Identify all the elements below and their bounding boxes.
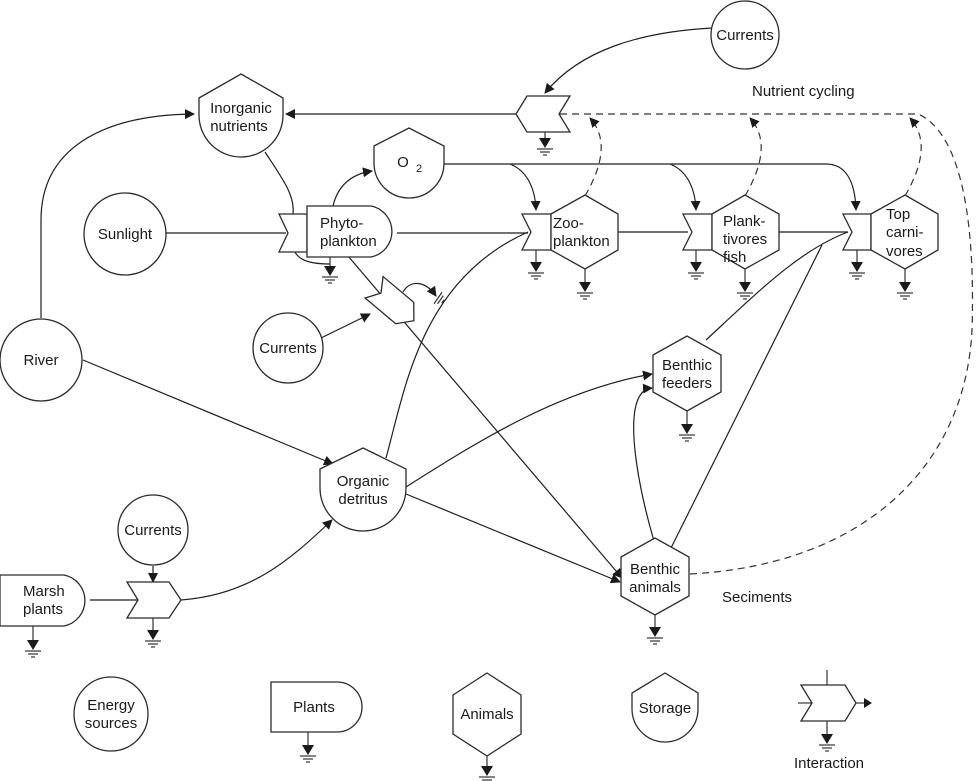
node-label: Currents — [716, 27, 774, 44]
edge-detritus-to-benthic-feeders — [405, 370, 653, 488]
node-label: plants — [23, 601, 63, 618]
legend-label: sources — [85, 715, 138, 732]
legend-label: Animals — [460, 706, 513, 723]
node-label: O — [397, 154, 409, 171]
node-sunlight[interactable]: Sunlight — [83, 192, 167, 276]
node-label-subscript: 2 — [416, 163, 422, 175]
ground-icon — [736, 281, 754, 300]
node-organic-detritus[interactable]: Organic detritus — [319, 447, 407, 532]
node-label: plankton — [553, 233, 610, 250]
edge-planktivores-recycle — [744, 117, 762, 197]
ground-icon — [896, 281, 914, 300]
node-label: Plank- — [723, 213, 766, 230]
edge-o2-to-zooplankton — [509, 163, 541, 211]
edge-benthic-feeders-to-top — [705, 231, 849, 341]
edge-marsh-interaction-to-detritus — [180, 519, 333, 601]
ground-icon — [818, 733, 836, 752]
legend-interaction: Interaction — [794, 670, 872, 772]
node-top-carnivores[interactable]: Top carni- vores — [841, 194, 939, 300]
node-benthic-feeders[interactable]: Benthic feeders — [652, 335, 722, 442]
node-label: Inorganic — [210, 100, 272, 117]
node-label: Organic — [337, 473, 390, 490]
node-label: Marsh — [23, 583, 65, 600]
node-currents-mid[interactable]: Currents — [252, 312, 324, 384]
edge-inorganic-to-phyto — [264, 151, 294, 215]
edge-currents-top-to-nutrient-interaction — [544, 27, 713, 94]
node-planktivores-fish[interactable]: Plank- tivores fish — [681, 194, 780, 300]
legend: Energy sources Plants Animals Storage — [73, 670, 872, 781]
ground-icon — [24, 639, 42, 658]
edge-phyto-to-o2 — [332, 167, 373, 207]
node-label: River — [23, 352, 58, 369]
legend-label: Storage — [639, 700, 692, 717]
annotation-sediments: Seciments — [722, 589, 792, 606]
node-label: Zoo- — [553, 215, 584, 232]
edge-zooplankton-recycle — [584, 117, 602, 197]
node-label: fish — [723, 249, 746, 266]
node-inorganic-nutrients[interactable]: Inorganic nutrients — [198, 73, 284, 158]
interaction-export[interactable] — [363, 275, 423, 332]
node-label: animals — [629, 579, 681, 596]
edge-river-to-detritus — [82, 359, 334, 466]
ground-icon — [478, 765, 496, 781]
node-label: Sunlight — [98, 226, 153, 243]
interaction-marsh[interactable] — [125, 581, 182, 648]
node-label: Benthic — [662, 357, 713, 374]
node-label: Currents — [259, 340, 317, 357]
legend-energy-sources: Energy sources — [73, 676, 149, 752]
ground-icon — [536, 137, 554, 156]
edge-top-carnivores-recycle — [904, 117, 922, 197]
edge-export-loss — [402, 282, 437, 297]
ground-icon — [527, 261, 545, 280]
interaction-nutrient[interactable] — [515, 95, 572, 156]
legend-label: Interaction — [794, 755, 864, 772]
annotation-nutrient-cycling: Nutrient cycling — [752, 83, 855, 100]
ground-icon — [646, 626, 664, 645]
legend-storage: Storage — [631, 672, 699, 743]
node-currents-top[interactable]: Currents — [710, 0, 780, 70]
edge-currents-mid-to-export — [320, 313, 371, 339]
ground-icon — [576, 281, 594, 300]
node-label: tivores — [723, 231, 767, 248]
edge-o2-to-consumers — [443, 163, 861, 211]
node-label: nutrients — [210, 118, 268, 135]
node-benthic-animals[interactable]: Benthic animals — [620, 537, 690, 645]
node-label: Benthic — [630, 561, 681, 578]
node-label: Currents — [124, 522, 182, 539]
node-label: Top — [886, 206, 910, 223]
node-river[interactable]: River — [0, 318, 83, 402]
node-label: vores — [886, 243, 923, 260]
node-o2[interactable]: O 2 — [373, 127, 445, 199]
ground-icon — [321, 265, 339, 284]
legend-plants: Plants — [270, 681, 363, 763]
edge-o2-to-planktivores — [669, 163, 701, 211]
node-phytoplankton[interactable]: Phyto- plankton — [277, 205, 393, 284]
edge-detritus-to-zooplankton — [385, 231, 529, 459]
node-label: plankton — [320, 233, 377, 250]
legend-animals: Animals — [452, 672, 522, 781]
node-label: Phyto- — [320, 215, 363, 232]
flow-lines — [40, 27, 974, 601]
legend-label: Energy — [87, 697, 135, 714]
ground-icon — [678, 423, 696, 442]
edge-benthic-animals-to-feeders — [633, 383, 655, 542]
edge-benthic-animals-to-top — [670, 244, 823, 549]
ground-icon — [687, 261, 705, 280]
node-label: detritus — [338, 491, 387, 508]
node-currents-bottom[interactable]: Currents — [117, 494, 189, 566]
edge-detritus-to-benthic-animals — [405, 493, 621, 584]
edge-river-to-inorganic — [40, 109, 195, 318]
ground-icon — [299, 744, 317, 763]
edge-phyto-feedback — [294, 251, 331, 265]
node-marsh-plants[interactable]: Marsh plants — [0, 574, 86, 658]
node-label: carni- — [886, 224, 924, 241]
node-zooplankton[interactable]: Zoo- plankton — [520, 194, 619, 300]
ground-icon — [848, 261, 866, 280]
legend-label: Plants — [293, 699, 335, 716]
node-label: feeders — [662, 375, 712, 392]
ground-export — [433, 291, 445, 305]
ground-icon — [144, 629, 162, 648]
edge-benthic-animals-recycle — [689, 113, 974, 575]
